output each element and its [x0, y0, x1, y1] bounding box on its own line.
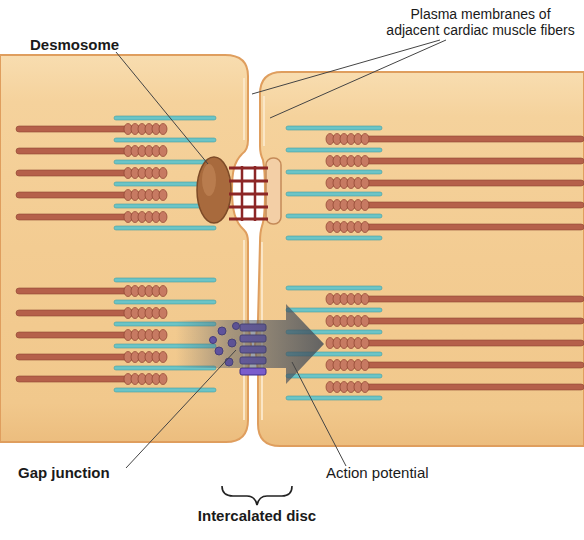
desmosome-plaque-left	[197, 157, 231, 223]
thin-filament	[114, 226, 216, 230]
myosin-head	[159, 212, 167, 223]
thin-filament	[114, 300, 216, 304]
myosin-head	[159, 190, 167, 201]
myofilaments	[16, 116, 584, 400]
thick-filament	[16, 330, 167, 341]
thick-filament	[326, 134, 584, 145]
leader-line	[292, 362, 346, 466]
thick-filament	[326, 178, 584, 189]
thick-filament	[326, 200, 584, 211]
muscle-fibers	[0, 55, 584, 446]
myosin-head	[159, 352, 167, 363]
thick-filament	[16, 286, 167, 297]
myosin-head	[361, 338, 369, 349]
thick-filament	[326, 222, 584, 233]
thick-filament	[16, 308, 167, 319]
leader-line	[116, 52, 208, 164]
callout-label: Action potential	[326, 464, 496, 481]
thick-filament	[326, 294, 584, 305]
thin-filament	[114, 278, 216, 282]
thick-filament	[326, 316, 584, 327]
desmosome-plaque-shine	[202, 164, 216, 196]
myosin-head	[361, 382, 369, 393]
thick-filament	[16, 374, 167, 385]
action-potential-arrow	[176, 304, 324, 384]
myosin-head	[159, 124, 167, 135]
myosin-head	[159, 374, 167, 385]
disc-bracket	[222, 486, 292, 505]
thick-filament	[326, 360, 584, 371]
leader-line	[270, 40, 446, 118]
thin-filament	[286, 148, 382, 152]
thick-filament	[326, 156, 584, 167]
leader-line	[252, 40, 440, 94]
myosin-head	[361, 178, 369, 189]
myosin-head	[159, 168, 167, 179]
left-muscle-fiber	[0, 55, 251, 442]
myosin-head	[159, 330, 167, 341]
thick-filament	[16, 212, 167, 223]
thick-filament	[16, 168, 167, 179]
thin-filament	[286, 214, 382, 218]
leader-line	[126, 350, 236, 468]
thin-filament	[286, 396, 382, 400]
thick-filament	[16, 146, 167, 157]
thin-filament	[286, 192, 382, 196]
callout-label: Gap junction	[18, 464, 168, 481]
callout-label: Desmosome	[30, 36, 140, 53]
thin-filament	[286, 286, 382, 290]
myosin-head	[361, 134, 369, 145]
callout-label: Plasma membranes of adjacent cardiac mus…	[384, 6, 577, 38]
thick-filament	[326, 338, 584, 349]
thick-filament	[326, 382, 584, 393]
desmosome-links	[229, 166, 268, 221]
thick-filament	[16, 190, 167, 201]
myosin-head	[361, 316, 369, 327]
thin-filament	[114, 160, 216, 164]
thin-filament	[114, 116, 216, 120]
callout-label: Intercalated disc	[172, 507, 342, 524]
myosin-head	[361, 222, 369, 233]
thin-filament	[286, 308, 382, 312]
thick-filament	[16, 124, 167, 135]
myosin-head	[159, 286, 167, 297]
myosin-head	[361, 360, 369, 371]
thin-filament	[286, 126, 382, 130]
myosin-head	[361, 156, 369, 167]
myosin-head	[159, 146, 167, 157]
thick-filament	[16, 352, 167, 363]
desmosome-plaque-right	[266, 158, 281, 224]
thin-filament	[286, 170, 382, 174]
myosin-head	[361, 200, 369, 211]
myosin-head	[361, 294, 369, 305]
thin-filament	[114, 138, 216, 142]
thin-filament	[286, 236, 382, 240]
desmosome-symbol	[197, 157, 281, 224]
leader-lines	[116, 40, 446, 468]
myosin-head	[159, 308, 167, 319]
right-muscle-fiber	[255, 72, 584, 446]
